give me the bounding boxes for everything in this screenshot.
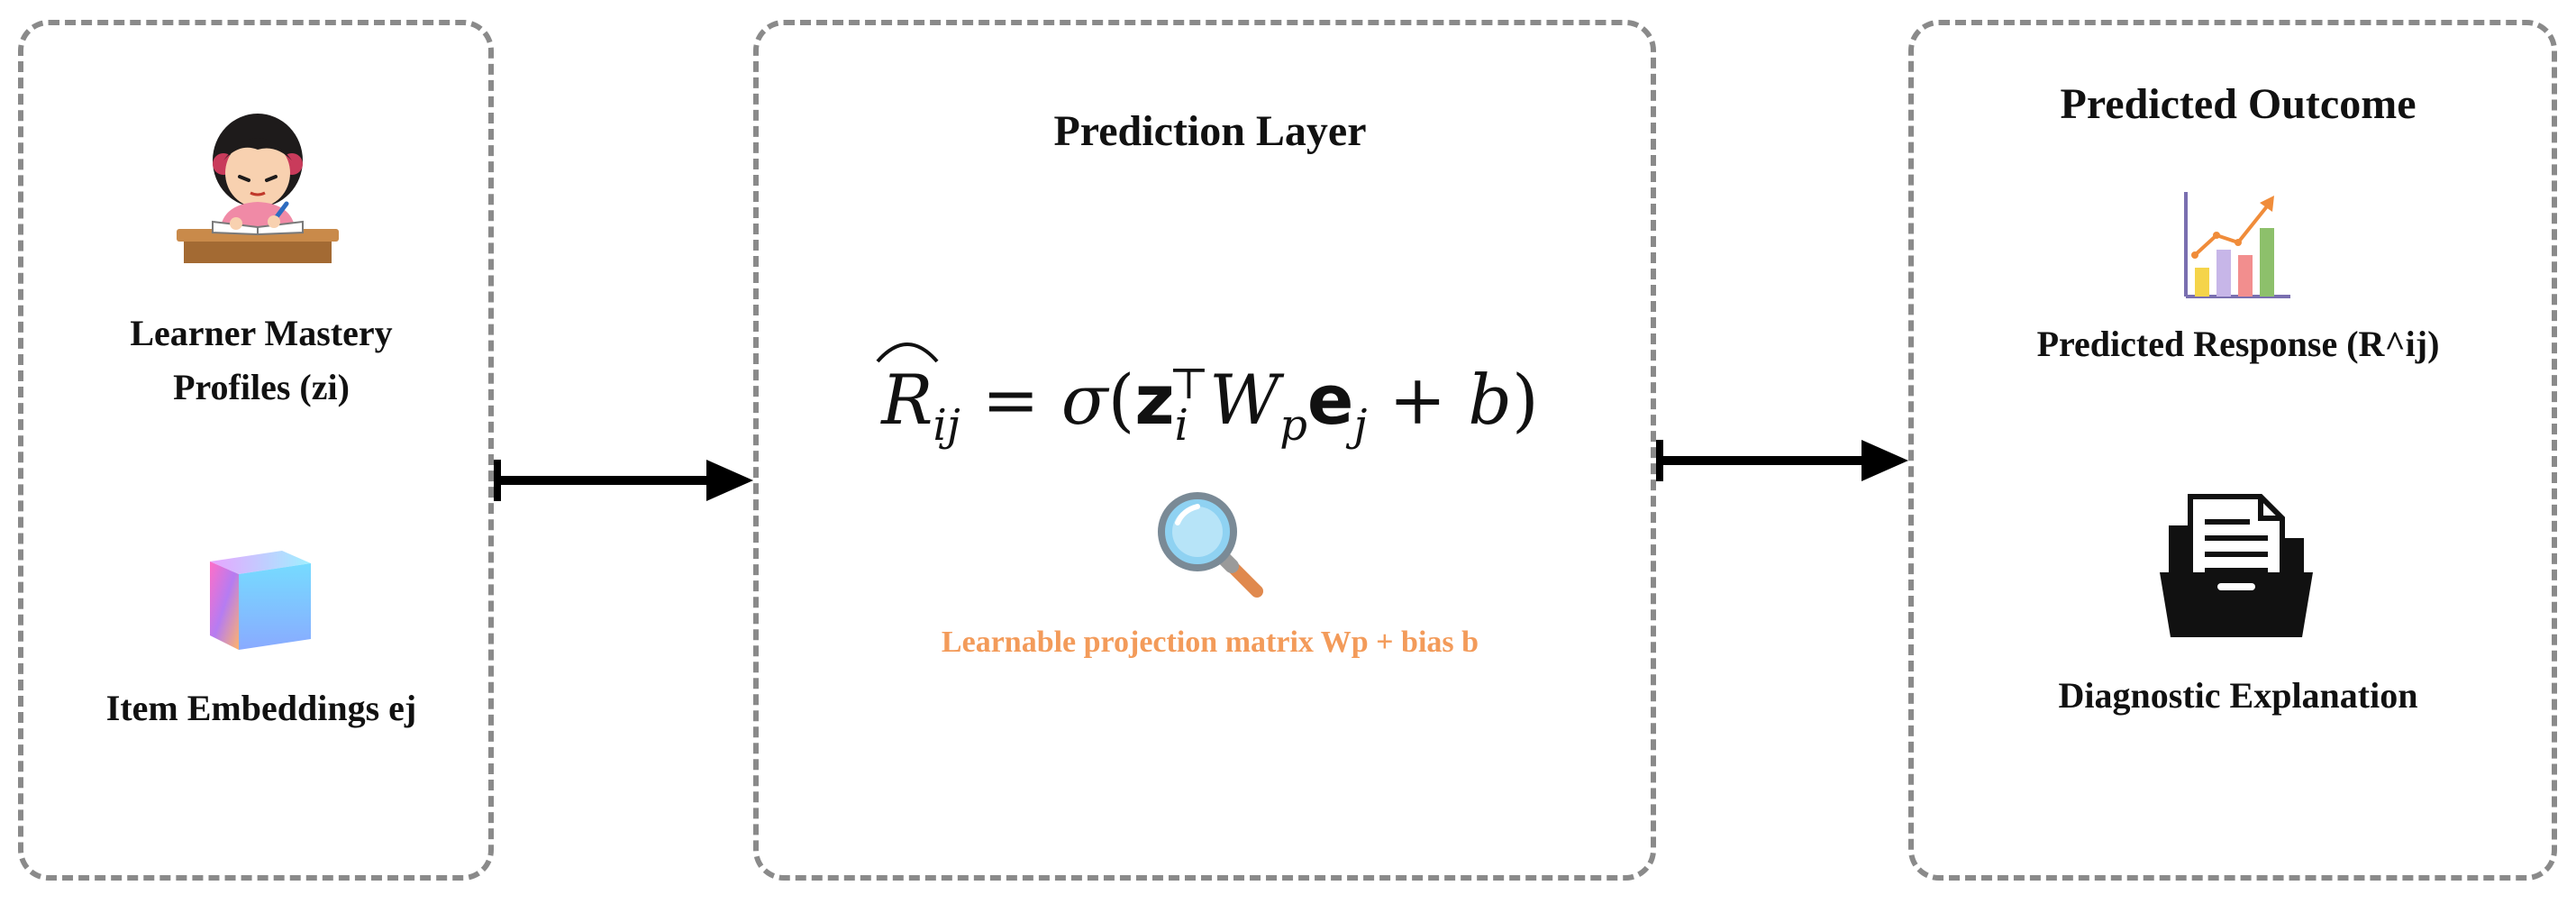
arrow-to-prediction: [494, 460, 753, 501]
formula-lhs: R: [881, 360, 933, 440]
arrow-to-outcome: [1656, 440, 1908, 481]
input-panel: Learner Mastery Profiles (zi) Item Embed…: [18, 20, 494, 881]
predicted-outcome-panel: Predicted Outcome Predicted Response (R^…: [1908, 20, 2557, 881]
formula-b: b: [1468, 360, 1513, 440]
formula-z-sub: i: [1174, 400, 1188, 451]
magnifier-icon: [1158, 492, 1263, 598]
projection-label: Learnable projection matrix Wp + bias b: [941, 625, 1479, 659]
formula-equals: =: [981, 360, 1040, 440]
prediction-layer-panel: Prediction Layer Rij = σ(zi⊤Wpej + b) Le…: [753, 20, 1656, 881]
formula-w: W: [1209, 360, 1280, 440]
formula-w-sub: p: [1279, 400, 1307, 451]
formula-plus: +: [1388, 360, 1447, 440]
formula-z-sup: ⊤: [1168, 359, 1210, 409]
formula-open-paren: (: [1107, 360, 1135, 440]
predicted-response-label: Predicted Response (R^ij): [2036, 324, 2440, 364]
formula-z: z: [1134, 360, 1175, 440]
bar-chart-trend-icon: [2184, 192, 2290, 298]
predicted-outcome-title: Predicted Outcome: [2060, 80, 2417, 128]
formula-close-paren: ): [1512, 360, 1539, 440]
diagnostic-explanation-label: Diagnostic Explanation: [2058, 675, 2418, 716]
prediction-formula: Rij = σ(zi⊤Wpej + b): [759, 342, 1661, 451]
item-embeddings-label: Item Embeddings ej: [105, 688, 417, 728]
student-studying-icon: [177, 114, 339, 263]
learner-mastery-label: Learner Mastery Profiles (zi): [130, 313, 393, 407]
formula-r-hat: R: [876, 342, 939, 440]
gradient-cube-icon: [210, 551, 311, 650]
formula-e: e: [1306, 360, 1354, 440]
formula-lhs-sub: ij: [933, 400, 960, 451]
folder-document-icon: [2160, 494, 2313, 637]
formula-sigma: σ: [1060, 360, 1108, 440]
hat-accent-icon: [876, 342, 939, 363]
formula-e-sub: j: [1353, 400, 1368, 451]
prediction-layer-title: Prediction Layer: [1053, 107, 1367, 155]
